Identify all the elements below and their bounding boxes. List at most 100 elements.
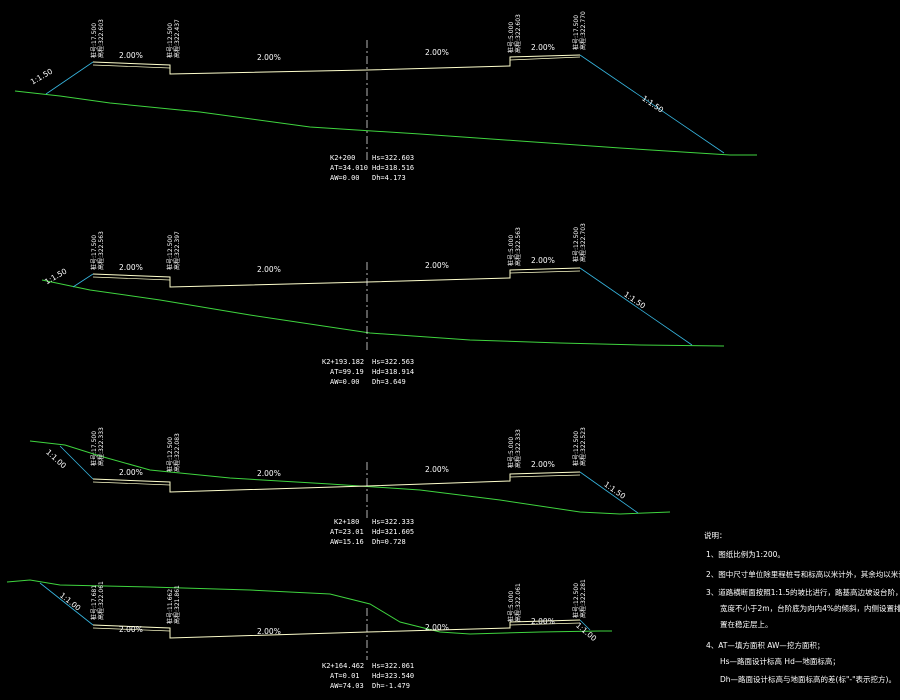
cut-area: AW=0.00	[330, 174, 360, 182]
left-slope-line	[45, 61, 94, 95]
note-line-1: 1、图纸比例为1:200。	[706, 549, 785, 559]
left-slope-line	[72, 273, 94, 288]
road-surface	[92, 471, 581, 493]
top-left-grade: 2.00%	[119, 468, 143, 477]
note-line-3: 3、道路横断面按照1:1.5的坡比进行，路基高边坡设台阶，台阶	[706, 587, 900, 597]
point-label: 桩号:5.000高程:322.333	[507, 429, 522, 468]
main-left-grade: 2.00%	[257, 627, 281, 636]
ground-elevation: Hd=318.516	[372, 164, 414, 172]
section-info: K2+193.182 AT=99.19 AW=0.00 Hs=322.563 H…	[322, 358, 414, 386]
section-info: K2+200 AT=34.010 AW=0.00 Hs=322.603 Hd=3…	[330, 154, 414, 182]
point-label: 桩号:17.681高程:322.061	[90, 581, 105, 620]
cut-area: AW=74.03	[330, 682, 364, 690]
left-slope-label: 1:1.00	[58, 591, 83, 613]
point-labels: 桩号:17.500高程:322.333 桩号:12.500高程:322.083 …	[90, 427, 587, 472]
note-line-4: 宽度不小于2m，台阶底为向内4%的倾斜，内侧设置排水沟，底台阶设	[720, 603, 900, 613]
design-elevation: Hs=322.563	[372, 358, 414, 366]
top-left-grade: 2.00%	[119, 625, 143, 634]
point-label: 桩号:12.500高程:322.703	[572, 223, 587, 262]
elevation-diff: Dh=4.173	[372, 174, 406, 182]
right-slope-label: 1:1.50	[622, 290, 647, 311]
design-elevation: Hs=322.333	[372, 518, 414, 526]
top-left-grade: 2.00%	[119, 51, 143, 60]
station-label: K2+200	[330, 154, 355, 162]
section-info: K2+164.462 AT=0.01 AW=74.03 Hs=322.061 H…	[322, 662, 414, 690]
road-surface	[92, 54, 581, 75]
right-slope-line	[579, 54, 725, 154]
fill-area: AT=0.01	[330, 672, 360, 680]
note-line-6: 4、AT—填方面积 AW—挖方面积；	[706, 640, 824, 650]
top-right-grade: 2.00%	[531, 460, 555, 469]
cross-section-1: 2.00% 2.00% 2.00% 2.00% 1:1.50 1:1.50 桩号…	[14, 11, 757, 182]
cut-area: AW=0.00	[330, 378, 360, 386]
main-left-grade: 2.00%	[257, 265, 281, 274]
station-label: K2+193.182	[322, 358, 364, 366]
cross-section-3: 2.00% 2.00% 2.00% 2.00% 1:1.00 1:1.50 桩号…	[29, 427, 671, 546]
point-labels: 桩号:17.500高程:322.563 桩号:12.500高程:322.397 …	[90, 223, 587, 270]
cut-area: AW=15.16	[330, 538, 364, 546]
notes-block: 说明： 1、图纸比例为1:200。 2、图中尺寸单位除里程桩号和标高以米计外，其…	[704, 530, 900, 684]
ground-line	[14, 90, 757, 156]
right-slope-label: 1:1.50	[640, 94, 665, 115]
note-line-2: 2、图中尺寸单位除里程桩号和标高以米计外，其余均以米计。	[706, 569, 900, 579]
design-elevation: Hs=322.603	[372, 154, 414, 162]
point-label: 桩号:5.000高程:322.603	[507, 14, 522, 53]
road-base	[92, 276, 171, 281]
point-label: 桩号:17.500高程:322.563	[90, 231, 105, 270]
road-base	[92, 627, 171, 632]
road-base	[509, 270, 581, 274]
design-elevation: Hs=322.061	[372, 662, 414, 670]
left-slope-line	[59, 445, 94, 480]
note-line-7: Hs—路面设计标高 Hd—地面标高；	[720, 656, 840, 666]
point-label: 桩号:17.500高程:322.333	[90, 427, 105, 466]
fill-area: AT=34.010	[330, 164, 368, 172]
ground-line	[41, 279, 725, 347]
top-right-grade: 2.00%	[531, 43, 555, 52]
note-line-5: 置在稳定层上。	[720, 619, 773, 629]
road-base	[92, 64, 171, 69]
point-label: 桩号:12.500高程:322.397	[166, 231, 181, 270]
main-left-grade: 2.00%	[257, 469, 281, 478]
station-label: K2+180	[334, 518, 359, 526]
point-label: 桩号:12.500高程:322.083	[166, 433, 181, 472]
point-label: 桩号:12.500高程:322.281	[572, 579, 587, 618]
top-right-grade: 2.00%	[531, 256, 555, 265]
right-slope-line	[579, 619, 591, 631]
ground-elevation: Hd=323.540	[372, 672, 414, 680]
main-right-grade: 2.00%	[425, 465, 449, 474]
main-right-grade: 2.00%	[425, 48, 449, 57]
right-slope-line	[579, 471, 639, 514]
top-right-grade: 2.00%	[531, 617, 555, 626]
main-right-grade: 2.00%	[425, 623, 449, 632]
ground-elevation: Hd=318.914	[372, 368, 414, 376]
top-left-grade: 2.00%	[119, 263, 143, 272]
point-label: 桩号:17.500高程:322.770	[572, 11, 587, 50]
cross-section-4: 2.00% 2.00% 2.00% 2.00% 1:1.00 1:1.00 桩号…	[6, 579, 612, 690]
right-slope-line	[579, 267, 693, 346]
elevation-diff: Dh=0.728	[372, 538, 406, 546]
road-base	[509, 474, 581, 478]
ground-elevation: Hd=321.605	[372, 528, 414, 536]
note-line-8: Dh—路面设计标高与地面标高的差(标"-"表示挖方)。	[720, 674, 896, 684]
ground-line	[29, 440, 671, 515]
road-base	[509, 56, 581, 61]
elevation-diff: Dh=-1.479	[372, 682, 410, 690]
point-labels: 桩号:17.681高程:322.061 桩号:11.662高程:321.861 …	[90, 579, 587, 624]
notes-title: 说明：	[704, 530, 727, 540]
point-label: 桩号:12.500高程:322.523	[572, 427, 587, 466]
road-base	[92, 481, 171, 486]
point-label: 桩号:5.000高程:322.061	[507, 583, 522, 622]
elevation-diff: Dh=3.649	[372, 378, 406, 386]
station-label: K2+164.462	[322, 662, 364, 670]
point-label: 桩号:17.500高程:322.603	[90, 19, 105, 58]
point-label: 桩号:5.000高程:322.563	[507, 227, 522, 266]
fill-area: AT=23.01	[330, 528, 364, 536]
road-base	[509, 622, 581, 626]
fill-area: AT=99.19	[330, 368, 364, 376]
section-info: K2+180 AT=23.01 AW=15.16 Hs=322.333 Hd=3…	[330, 518, 414, 546]
right-slope-label: 1:1.00	[574, 621, 598, 643]
cross-section-2: 2.00% 2.00% 2.00% 2.00% 1:1.50 1:1.50 桩号…	[41, 223, 725, 386]
main-right-grade: 2.00%	[425, 261, 449, 270]
main-left-grade: 2.00%	[257, 53, 281, 62]
